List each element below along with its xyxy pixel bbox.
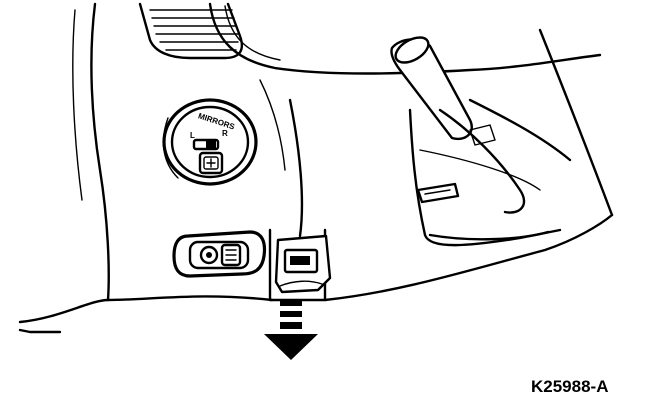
mirror-left-label: L	[190, 131, 195, 140]
mirror-right-label: R	[222, 129, 228, 138]
steering-column	[390, 28, 614, 247]
access-cover	[268, 228, 332, 302]
removal-direction-arrow	[264, 300, 318, 360]
air-vent	[138, 2, 244, 60]
lighting-switch-pod	[172, 230, 267, 278]
mirrors-label: MIRRORS	[197, 111, 236, 131]
mirror-control-switch: MIRRORS L R	[162, 98, 258, 186]
figure-reference-code: K25988-A	[531, 377, 609, 396]
